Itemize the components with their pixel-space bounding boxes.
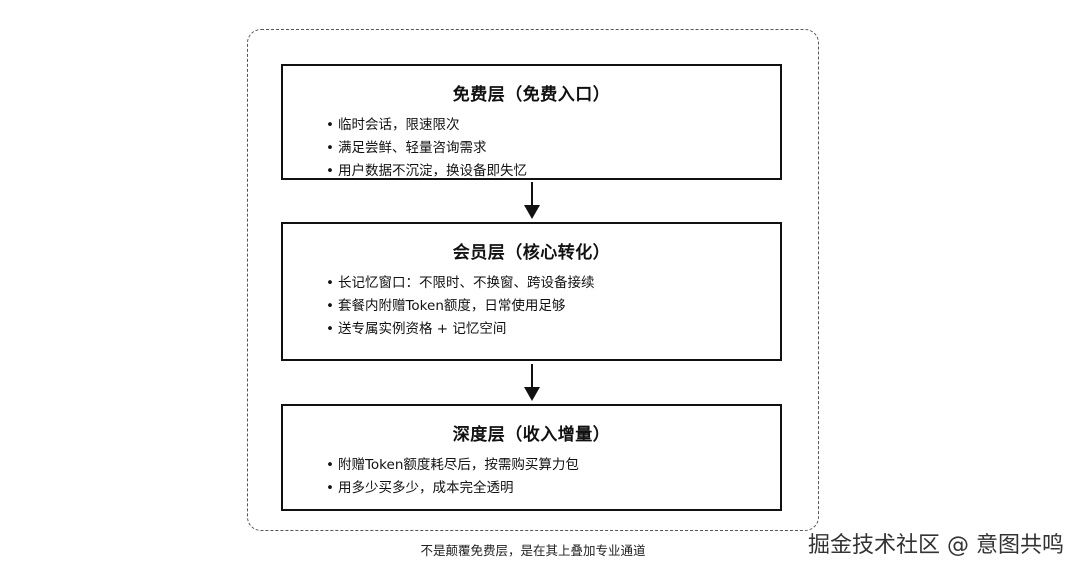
tier-list-free: 临时会话，限速限次 满足尝鲜、轻量咨询需求 用户数据不沉淀，换设备即失忆 (326, 114, 527, 183)
tier-title-free: 免费层（免费入口） (452, 85, 611, 105)
tier-list-deep: 附赠Token额度耗尽后，按需购买算力包 用多少买多少，成本完全透明 (326, 454, 579, 500)
list-item: 满足尝鲜、轻量咨询需求 (326, 137, 527, 160)
list-item: 附赠Token额度耗尽后，按需购买算力包 (326, 454, 579, 477)
down-arrow-icon (524, 182, 540, 220)
tier-box-member: 会员层（核心转化） 长记忆窗口：不限时、不换窗、跨设备接续 套餐内附赠Token… (281, 222, 782, 361)
diagram-caption: 不是颠覆免费层，是在其上叠加专业通道 (420, 543, 646, 558)
tier-list-member: 长记忆窗口：不限时、不换窗、跨设备接续 套餐内附赠Token额度，日常使用足够 … (326, 272, 595, 341)
down-arrow-icon (524, 364, 540, 402)
tier-box-free: 免费层（免费入口） 临时会话，限速限次 满足尝鲜、轻量咨询需求 用户数据不沉淀，… (281, 64, 782, 180)
tier-box-deep: 深度层（收入增量） 附赠Token额度耗尽后，按需购买算力包 用多少买多少，成本… (281, 404, 782, 511)
tier-title-member: 会员层（核心转化） (452, 243, 611, 263)
watermark-text: 掘金技术社区 @ 意图共鸣 (808, 533, 1064, 558)
list-item: 用户数据不沉淀，换设备即失忆 (326, 160, 527, 183)
list-item: 临时会话，限速限次 (326, 114, 527, 137)
list-item: 套餐内附赠Token额度，日常使用足够 (326, 295, 594, 318)
tier-title-deep: 深度层（收入增量） (452, 425, 611, 445)
list-item: 送专属实例资格 + 记忆空间 (326, 318, 594, 341)
list-item: 长记忆窗口：不限时、不换窗、跨设备接续 (326, 272, 595, 295)
outer-dashed-frame (247, 29, 819, 531)
list-item: 用多少买多少，成本完全透明 (326, 477, 579, 500)
